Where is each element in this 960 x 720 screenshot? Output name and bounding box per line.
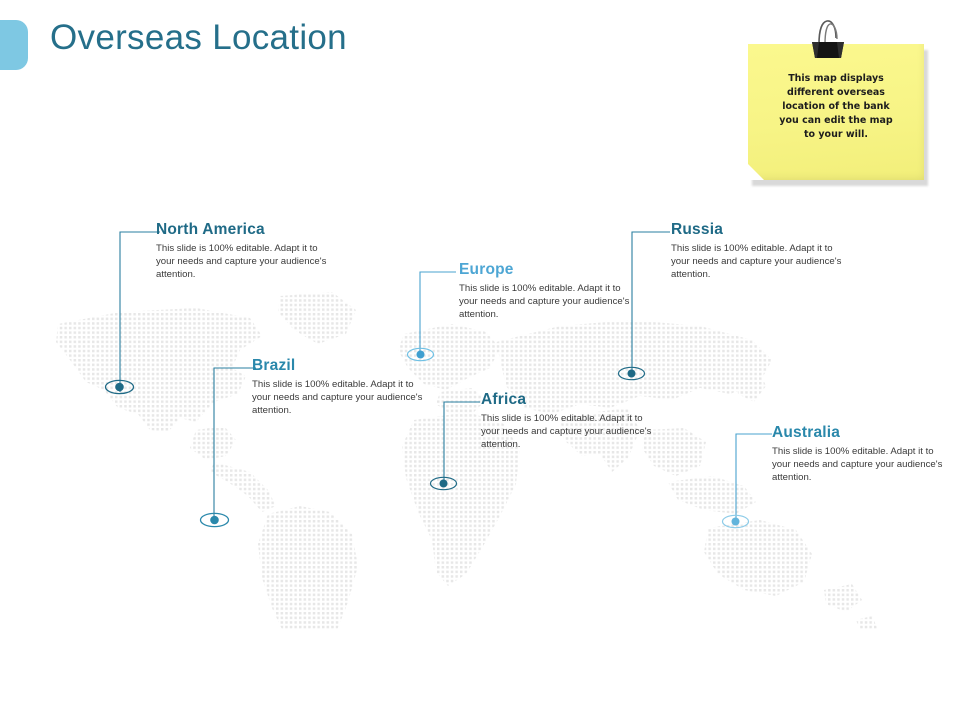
- world-map: [0, 290, 960, 630]
- callout-title-russia: Russia: [671, 221, 724, 238]
- callout-title-brazil: Brazil: [252, 357, 296, 374]
- map-marker-europe[interactable]: [405, 345, 436, 364]
- callout-north-america[interactable]: North America This slide is 100% editabl…: [156, 221, 328, 282]
- connector-australia: [735, 433, 772, 522]
- callout-body-africa: This slide is 100% editable. Adapt it to…: [481, 413, 652, 451]
- connector-brazil: [213, 367, 256, 524]
- map-marker-australia[interactable]: [720, 512, 751, 531]
- callout-title-north-america: North America: [156, 221, 265, 238]
- sticky-note-paper: [748, 44, 924, 180]
- callout-europe[interactable]: Europe This slide is 100% editable. Adap…: [459, 261, 631, 322]
- sticky-note-corner-fold: [748, 164, 764, 180]
- page-title: Overseas Location: [50, 18, 347, 57]
- callout-body-north-america: This slide is 100% editable. Adapt it to…: [156, 243, 327, 281]
- connector-russia: [631, 231, 670, 374]
- connector-europe: [419, 271, 456, 356]
- map-marker-north-america[interactable]: [103, 377, 136, 397]
- sticky-note-line: This map displays: [788, 73, 884, 84]
- map-marker-africa[interactable]: [428, 474, 459, 493]
- callout-title-africa: Africa: [481, 391, 527, 408]
- callout-russia[interactable]: Russia This slide is 100% editable. Adap…: [671, 221, 843, 282]
- title-accent-bar: [0, 20, 28, 70]
- callout-body-brazil: This slide is 100% editable. Adapt it to…: [252, 379, 423, 417]
- map-marker-brazil[interactable]: [198, 510, 231, 530]
- callout-title-australia: Australia: [772, 424, 841, 441]
- connector-africa: [443, 401, 480, 484]
- callout-africa[interactable]: Africa This slide is 100% editable. Adap…: [481, 391, 653, 452]
- sticky-note-text: This map displays different overseas loc…: [762, 72, 910, 142]
- sticky-note-line: to your will.: [803, 129, 868, 140]
- callout-body-australia: This slide is 100% editable. Adapt it to…: [772, 446, 943, 484]
- connector-north-america: [119, 231, 160, 392]
- sticky-note: This map displays different overseas loc…: [748, 20, 928, 186]
- sticky-note-line: location of the bank: [782, 101, 890, 112]
- callout-australia[interactable]: Australia This slide is 100% editable. A…: [772, 424, 950, 485]
- map-marker-russia[interactable]: [616, 364, 647, 383]
- sticky-note-line: different overseas: [787, 87, 885, 98]
- callout-title-europe: Europe: [459, 261, 514, 278]
- callout-brazil[interactable]: Brazil This slide is 100% editable. Adap…: [252, 357, 424, 418]
- binder-clip-icon: [812, 20, 844, 58]
- callout-body-europe: This slide is 100% editable. Adapt it to…: [459, 283, 630, 321]
- sticky-note-line: you can edit the map: [779, 115, 893, 126]
- callout-body-russia: This slide is 100% editable. Adapt it to…: [671, 243, 842, 281]
